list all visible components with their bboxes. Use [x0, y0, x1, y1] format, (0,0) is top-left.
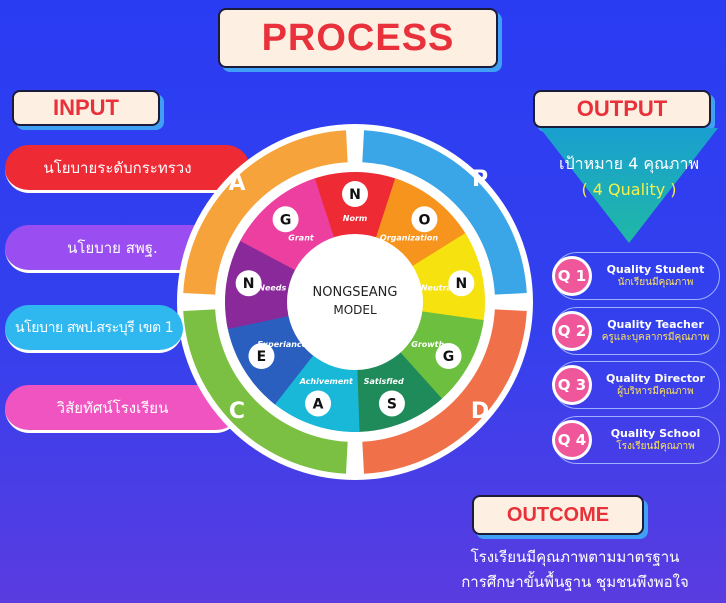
- quality-th: ครูและบุคลากรมีคุณภาพ: [601, 331, 710, 343]
- q-badge: Q 2: [552, 311, 592, 351]
- outcome-line-1: โรงเรียนมีคุณภาพตามมาตรฐาน: [470, 548, 680, 566]
- quality-th: โรงเรียนมีคุณภาพ: [616, 440, 695, 452]
- petal-letter: G: [280, 212, 292, 228]
- petal-badge: [235, 270, 262, 297]
- petal-word: Achivement: [299, 377, 354, 386]
- cycle-segment-a: [183, 130, 348, 295]
- process-title: PROCESS: [218, 8, 498, 68]
- petal-letter: N: [455, 276, 467, 292]
- cycle-letter: A: [228, 171, 245, 196]
- petal-badge: [448, 270, 475, 297]
- model-name: NONGSEANG: [313, 285, 398, 300]
- input-item-area-policy: นโยบาย สพป.สระบุรี เขต 1: [5, 305, 183, 353]
- petal-badge: [272, 206, 299, 233]
- outcome-heading: OUTCOME: [472, 495, 644, 535]
- petal-word: Norm: [343, 214, 367, 223]
- petal-word: Grant: [288, 234, 315, 243]
- output-goal-en: ( 4 Quality ): [581, 180, 677, 199]
- q-badge: Q 3: [552, 365, 592, 405]
- petal-segment: [410, 233, 485, 330]
- cycle-letter: D: [471, 399, 489, 424]
- quality-th: ผู้บริหารมีคุณภาพ: [617, 385, 694, 397]
- cycle-segment-d: [362, 309, 527, 474]
- petal-word: Experiance: [257, 340, 307, 349]
- petal-word: Organization: [380, 234, 438, 243]
- petal-word: Growth: [411, 340, 444, 349]
- cycle-letter: P: [472, 167, 488, 192]
- quality-en: Quality Teacher: [607, 317, 704, 331]
- petal-letter: O: [418, 212, 430, 228]
- petal-norm: N Norm: [306, 172, 404, 241]
- petal-letter: E: [257, 349, 267, 365]
- petal-badge: [435, 343, 462, 369]
- petal-letter: A: [313, 396, 324, 412]
- input-heading: INPUT: [12, 90, 160, 126]
- model-label: MODEL: [333, 303, 377, 317]
- petal-badge: [248, 343, 275, 369]
- input-item-school-vision: วิสัยทัศน์โรงเรียน: [5, 385, 240, 433]
- petal-letter: G: [443, 349, 455, 365]
- petal-letter: N: [243, 276, 255, 292]
- petal-word: Satisfied: [364, 377, 404, 386]
- outcome-line-2: การศึกษาขั้นพื้นฐาน ชุมชนพึงพอใจ: [461, 573, 689, 591]
- input-item-ministry-policy: นโยบายระดับกระทรวง: [5, 145, 250, 193]
- petal-badge: [342, 181, 368, 207]
- petal-satisfied: S Satisfied: [350, 351, 442, 433]
- petal-achivement: A Achivement: [268, 351, 360, 433]
- q-badge: Q 1: [552, 256, 592, 296]
- quality-th: นักเรียนมีคุณภาพ: [617, 276, 694, 288]
- quality-en: Quality Director: [606, 371, 705, 385]
- quality-en: Quality School: [610, 426, 701, 440]
- quality-en: Quality Student: [606, 262, 705, 276]
- petal-letter: S: [387, 396, 397, 412]
- output-goal: เป้าหมาย 4 คุณภาพ: [558, 154, 700, 173]
- petal-word: Neutral: [421, 283, 455, 292]
- center-circle: [287, 234, 423, 370]
- petal-grant: G Grant: [240, 178, 335, 272]
- output-heading: OUTPUT: [533, 90, 711, 128]
- cycle-letter: C: [229, 399, 245, 424]
- cycle-segment-c: [183, 309, 348, 474]
- q-badge: Q 4: [552, 420, 592, 460]
- petal-letter: N: [349, 187, 361, 203]
- petal-word: Needs: [258, 283, 286, 292]
- cycle-segment-p: [362, 130, 527, 295]
- petal-badge: [411, 206, 438, 233]
- petal-badge: [378, 390, 405, 417]
- petal-badge: [305, 390, 332, 417]
